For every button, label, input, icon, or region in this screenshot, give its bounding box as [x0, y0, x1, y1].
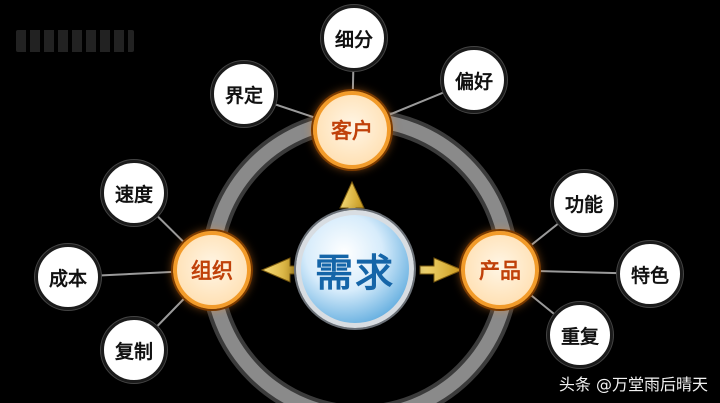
leaf-customer-2: 细分 — [321, 5, 387, 71]
blurred-text-artifact — [16, 30, 134, 52]
leaf-label: 特色 — [630, 264, 669, 287]
leaf-label: 重复 — [560, 325, 599, 348]
leaf-label: 功能 — [564, 193, 603, 216]
leaf-label: 成本 — [48, 267, 87, 290]
hub-organization: 组织 — [173, 231, 251, 309]
center-label: 需求 — [314, 250, 395, 295]
leaf-customer-3: 偏好 — [441, 47, 507, 113]
hub-customer-label: 客户 — [331, 119, 373, 143]
leaf-label: 速度 — [114, 183, 153, 206]
leaf-label: 界定 — [224, 84, 263, 107]
hub-product-label: 产品 — [479, 259, 521, 283]
leaf-organization-1: 速度 — [101, 160, 167, 226]
hub-organization-label: 组织 — [191, 259, 233, 283]
center-node-demand: 需求 — [296, 210, 414, 328]
leaf-product-1: 功能 — [551, 170, 617, 236]
leaf-customer-1: 界定 — [211, 61, 277, 127]
hub-product: 产品 — [461, 231, 539, 309]
watermark: 头条 @万堂雨后晴天 — [558, 375, 708, 394]
leaf-label: 复制 — [114, 340, 153, 363]
leaf-product-3: 重复 — [547, 302, 613, 368]
leaf-product-2: 特色 — [617, 241, 683, 307]
hub-customer: 客户 — [313, 91, 391, 169]
arrow-right — [419, 257, 464, 283]
leaf-organization-3: 复制 — [101, 317, 167, 383]
leaf-label: 偏好 — [454, 70, 493, 93]
leaf-label: 细分 — [334, 28, 373, 51]
leaf-organization-2: 成本 — [35, 244, 101, 310]
